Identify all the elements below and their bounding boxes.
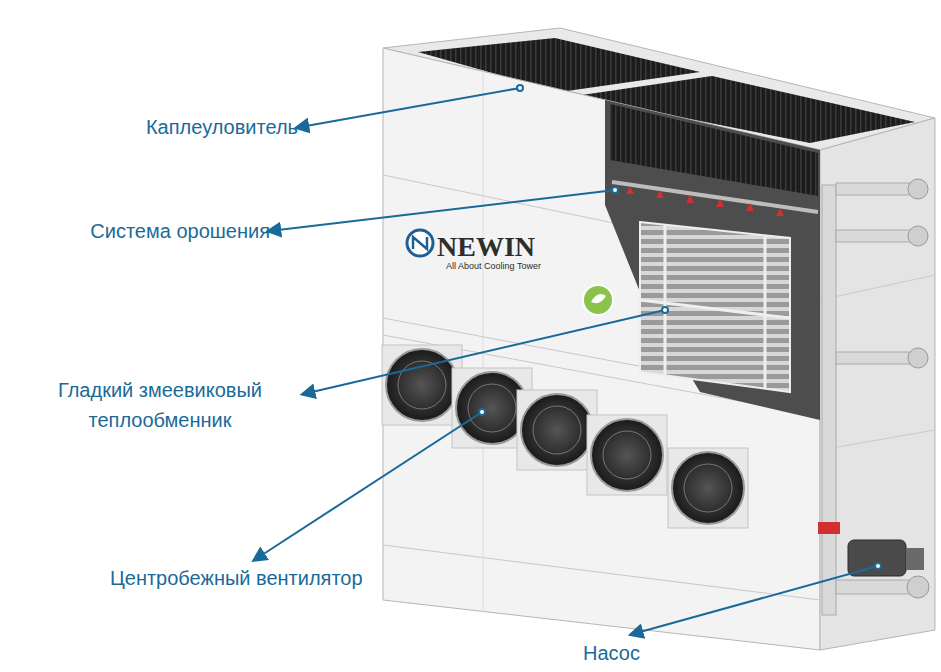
callout-label: Каплеуловитель [146, 112, 298, 142]
callout-label: Насос [583, 638, 640, 668]
brand-slogan: All About Cooling Tower [446, 260, 541, 274]
callout-label: Система орошения [90, 216, 270, 246]
callout-label: Гладкий змеевиковый теплообменник [15, 375, 305, 435]
callout-label: Центробежный вентилятор [110, 563, 363, 593]
